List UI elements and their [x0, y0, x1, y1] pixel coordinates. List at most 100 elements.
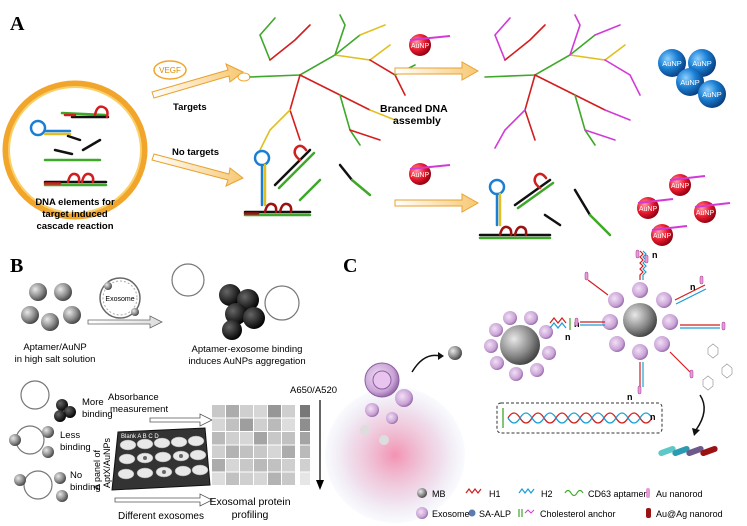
heatmap-cell [282, 445, 295, 458]
heatmap-cell [226, 445, 239, 458]
heatmap-cell [240, 405, 253, 418]
heatmap-cell [268, 445, 281, 458]
plate-columns: Blank A B C D [121, 434, 159, 440]
exosomes-arrow [114, 493, 213, 507]
legend-h1: H1 [489, 489, 501, 499]
heatmap-scale-cell [300, 432, 310, 445]
svg-text:AuNP: AuNP [662, 59, 682, 68]
branched-dna-tree [237, 14, 416, 151]
zoom-strand [502, 408, 653, 428]
nanorod-colors [658, 445, 718, 457]
heatmap-cell [282, 418, 295, 431]
heatmap-cell [254, 432, 267, 445]
heatmap-scale-cell [300, 459, 310, 472]
heatmap-cell [254, 472, 267, 485]
aunp-label: AuNP [411, 43, 430, 50]
heatmap-cell [254, 405, 267, 418]
profiling-label-1: Exosomal protein [209, 496, 290, 508]
caption-line-1: DNA elements for [35, 197, 115, 208]
well-plate [111, 427, 211, 491]
different-exosomes-label: Different exosomes [118, 511, 204, 522]
heatmap-scale-cell [300, 472, 310, 485]
no-targets-label: No targets [172, 147, 219, 158]
n-label-right: n [690, 282, 696, 292]
panel-a-letter: A [10, 13, 25, 35]
aptamer-label-1: Aptamer/AuNP [23, 342, 86, 353]
heatmap-cell [212, 405, 225, 418]
legend-c [416, 488, 651, 519]
heatmap-cell [240, 472, 253, 485]
heatmap-cell [268, 405, 281, 418]
etch-arrow [695, 394, 705, 431]
exosome-mb-assembly [602, 282, 678, 360]
legend-h2: H2 [541, 489, 553, 499]
legend-au-nanorod: Au nanorod [656, 489, 703, 499]
ratio-arrow-head [316, 480, 324, 490]
heatmap-cell [268, 472, 281, 485]
more-binding-label-1: More [82, 397, 104, 408]
aunp-cluster: AuNP AuNP AuNP AuNP [658, 49, 726, 108]
n-label-left: n [565, 332, 571, 342]
legend-exosome: Exosome [432, 509, 470, 519]
heatmap-cell [212, 445, 225, 458]
binding-label-2: induces AuNPs aggregation [188, 356, 305, 367]
svg-text:AuNP: AuNP [680, 78, 700, 87]
absorbance-label-2: measurement [110, 404, 168, 415]
no-target-elements-2 [478, 172, 612, 240]
heatmap-cell [268, 432, 281, 445]
absorbance-arrow [149, 413, 213, 427]
aunp-arrow-2 [394, 193, 480, 213]
heatmap-cell [212, 472, 225, 485]
panel-label-2: AptX/AuNPs [102, 437, 112, 488]
profiling-label-2: profiling [232, 509, 269, 521]
heatmap-cell [226, 405, 239, 418]
legend-cd63: CD63 aptamer [588, 489, 647, 499]
heatmap-cell [240, 445, 253, 458]
heatmap-cell [240, 418, 253, 431]
legend-auag-nanorod: Au@Ag nanorod [656, 509, 723, 519]
ratio-label: A650/A520 [290, 385, 337, 396]
more-binding-diagram [20, 380, 76, 422]
no-binding-diagram [14, 470, 68, 502]
heatmap-cell [282, 432, 295, 445]
no-binding-label-2: binding [70, 482, 101, 493]
no-target-elements [243, 144, 372, 217]
hcr-strands-small [549, 317, 571, 330]
panel-b-letter: B [10, 255, 23, 277]
dna-elements [29, 105, 110, 187]
targets-label: Targets [173, 102, 207, 113]
aunp-arrow [394, 61, 480, 81]
heatmap-cells [212, 405, 310, 485]
svg-text:AuNP: AuNP [411, 172, 430, 179]
svg-text:AuNP: AuNP [653, 233, 672, 240]
heatmap-scale-cell [300, 445, 310, 458]
svg-text:AuNP: AuNP [702, 90, 722, 99]
small-mb [448, 346, 462, 360]
heatmap-cell [254, 445, 267, 458]
heatmap-cell [282, 472, 295, 485]
au-nanorods-bound [574, 249, 726, 395]
exosome-cluster [360, 362, 413, 445]
legend-cholesterol: Cholesterol anchor [540, 509, 616, 519]
absorbance-label-1: Absorbance [108, 392, 159, 403]
paper-stain [325, 387, 465, 523]
heatmap-cell [212, 432, 225, 445]
panel-label-1: A panel of [92, 449, 102, 490]
heatmap-cell [226, 472, 239, 485]
aggregation-arrow [87, 315, 163, 329]
exosome-label: Exosome [105, 296, 134, 303]
aptamer-aunps [21, 283, 81, 331]
heatmap-scale-cell [300, 418, 310, 431]
less-binding-diagram [9, 425, 54, 458]
heatmap-cell [226, 418, 239, 431]
caption-line-3: cascade reaction [36, 221, 113, 232]
heatmap-cell [268, 418, 281, 431]
heatmap-cell [282, 405, 295, 418]
heatmap-cell [226, 459, 239, 472]
targets-arrow [151, 63, 244, 99]
heatmap-cell [212, 459, 225, 472]
cell-circle [2, 80, 148, 220]
capture-arrow [411, 354, 441, 373]
less-binding-label-2: binding [60, 442, 91, 453]
more-binding-label-2: binding [82, 409, 113, 420]
